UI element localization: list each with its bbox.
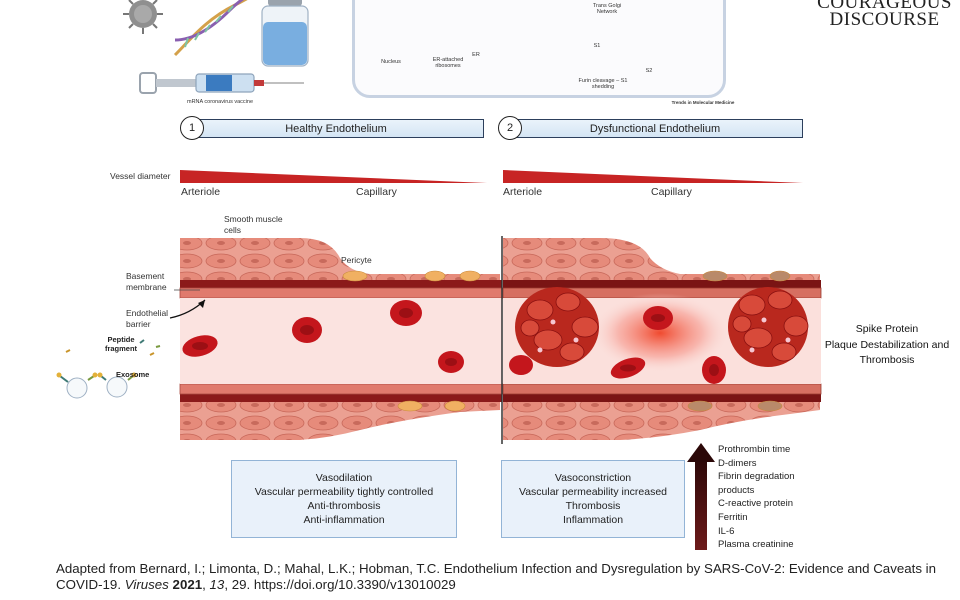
s1-label: S1 bbox=[593, 43, 601, 49]
er-short-label: ER bbox=[472, 52, 480, 58]
marker-item: IL-6 bbox=[718, 525, 735, 537]
er-label: ER-attached ribosomes bbox=[432, 57, 464, 70]
vessel-diameter-label: Vessel diameter bbox=[110, 171, 171, 181]
dysfunctional-outcomes-box: Vasoconstriction Vascular permeability i… bbox=[501, 460, 685, 538]
pericyte-label: Pericyte bbox=[341, 255, 372, 265]
citation-text: Adapted from Bernard, I.; Limonta, D.; M… bbox=[56, 561, 937, 592]
journal-credit: Trends in Molecular Medicine bbox=[671, 100, 735, 105]
healthy-outcomes-box: Vasodilation Vascular permeability tight… bbox=[231, 460, 457, 538]
panel-number-healthy: 1 bbox=[180, 116, 204, 140]
capillary-label-dysfunctional: Capillary bbox=[651, 186, 692, 198]
vial-icon bbox=[261, 0, 309, 67]
virus-icon bbox=[123, 0, 163, 34]
diameter-wedge-healthy bbox=[180, 170, 487, 183]
furin-label: Furin cleavage – S1 shedding bbox=[578, 78, 628, 91]
healthy-outcome-2: Vascular permeability tightly controlled bbox=[254, 486, 434, 498]
syringe-icon bbox=[139, 72, 304, 94]
marker-item: Ferritin bbox=[718, 511, 748, 523]
panel-title-dysfunctional: Dysfunctional Endothelium bbox=[589, 122, 721, 135]
endothelial-barrier-label: Endothelial barrier bbox=[126, 308, 169, 329]
brand-logo: COURAGEOUS DISCOURSE bbox=[817, 0, 952, 31]
basement-membrane-label: Basement membrane bbox=[126, 271, 167, 292]
panel-header-healthy: Healthy Endothelium bbox=[188, 119, 484, 138]
citation-year: 2021 bbox=[172, 577, 203, 592]
diameter-wedge-dysfunctional bbox=[503, 170, 803, 183]
dysfunctional-outcome-4: Inflammation bbox=[562, 514, 624, 526]
healthy-outcome-1: Vasodilation bbox=[315, 472, 373, 484]
dna-icon bbox=[173, 0, 248, 57]
smooth-muscle-bottom-healthy bbox=[180, 402, 500, 440]
marker-item: D-dimers bbox=[718, 457, 757, 469]
red-blood-cells-dysfunctional bbox=[509, 306, 726, 384]
marker-item: Prothrombin time bbox=[718, 444, 791, 455]
marker-item: C-reactive protein bbox=[718, 498, 793, 510]
dysfunctional-outcome-2: Vascular permeability increased bbox=[518, 486, 668, 498]
panel-header-dysfunctional: Dysfunctional Endothelium bbox=[507, 119, 803, 138]
vessel-wall-top-dysfunctional bbox=[503, 280, 821, 288]
dysfunctional-outcome-1: Vasoconstriction bbox=[554, 472, 632, 484]
marker-item: Fibrin degradation bbox=[718, 471, 795, 483]
brand-line-2: DISCOURSE bbox=[829, 9, 940, 31]
note-line-3: Thrombosis bbox=[859, 354, 915, 366]
arteriole-label-healthy: Arteriole bbox=[181, 186, 221, 198]
citation-doi[interactable]: https://doi.org/10.3390/v13010029 bbox=[253, 577, 456, 592]
peptide-fragment-icons bbox=[65, 339, 161, 356]
citation-journal: Viruses bbox=[124, 577, 169, 592]
pericyte-icons bbox=[342, 270, 791, 412]
arteriole-label-dysfunctional: Arteriole bbox=[503, 186, 543, 198]
marker-item: Plasma creatinine bbox=[718, 539, 794, 551]
exosome-icons bbox=[56, 372, 137, 399]
panel-number-dysfunctional: 2 bbox=[498, 116, 522, 140]
smooth-muscle-top-dysfunctional bbox=[503, 238, 820, 282]
red-blood-cells-healthy bbox=[182, 300, 464, 373]
smooth-muscle-bottom-dysfunctional bbox=[503, 402, 820, 440]
healthy-outcome-3: Anti-thrombosis bbox=[307, 500, 381, 512]
note-line-2: Plaque Destabilization and bbox=[824, 338, 950, 351]
spike-protein-note: Spike Protein Plaque Destabilization and… bbox=[812, 322, 960, 369]
smooth-muscle-top-healthy bbox=[180, 238, 500, 282]
capillary-label-healthy: Capillary bbox=[356, 186, 397, 198]
marker-item: products bbox=[718, 484, 755, 496]
biomarker-list: Prothrombin time D-dimers Fibrin degrada… bbox=[718, 443, 795, 552]
panel-title-healthy: Healthy Endothelium bbox=[285, 122, 387, 135]
citation-pages: 29. bbox=[231, 577, 251, 592]
brand-line-1: COURAGEOUS bbox=[817, 0, 952, 13]
exosome-label: Exosome bbox=[116, 370, 150, 379]
cell-panel bbox=[352, 0, 726, 98]
increase-arrow-icon bbox=[687, 443, 715, 550]
thrombus-left bbox=[515, 287, 599, 367]
vessel-wall-bottom-healthy bbox=[180, 394, 502, 402]
thrombus-right bbox=[728, 287, 809, 367]
note-line-1: Spike Protein bbox=[855, 323, 919, 335]
nucleus-label: Nucleus bbox=[381, 59, 401, 65]
vessel-wall-bottom-dysfunctional bbox=[503, 394, 821, 402]
s2-label: S2 bbox=[645, 68, 653, 74]
smooth-muscle-label: Smooth muscle cells bbox=[224, 214, 283, 235]
peptide-fragment-label: Peptide fragment bbox=[104, 335, 138, 353]
vaccine-caption: mRNA coronavirus vaccine bbox=[186, 99, 254, 105]
dysfunctional-outcome-3: Thrombosis bbox=[565, 500, 621, 512]
vessel-wall-top-healthy bbox=[180, 280, 502, 288]
citation-volume: 13 bbox=[209, 577, 225, 592]
healthy-outcome-4: Anti-inflammation bbox=[303, 514, 385, 526]
citation: Adapted from Bernard, I.; Limonta, D.; M… bbox=[56, 561, 937, 592]
golgi-label: Trans Golgi Network bbox=[592, 3, 622, 16]
